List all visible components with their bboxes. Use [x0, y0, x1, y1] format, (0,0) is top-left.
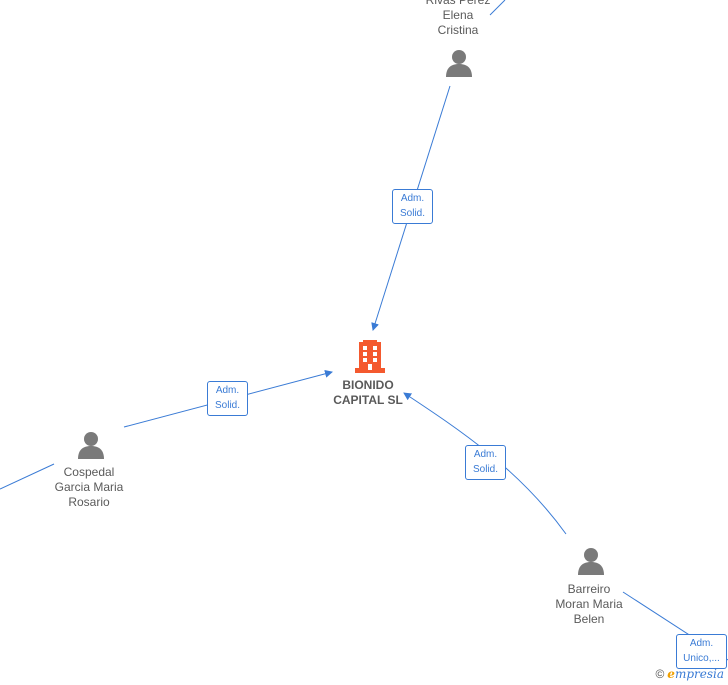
- brand-logo: empresia: [667, 667, 724, 681]
- edge-label-barreiro-offscreen[interactable]: Adm. Unico,...: [676, 634, 727, 669]
- company-name[interactable]: BIONIDO CAPITAL SL: [333, 378, 403, 407]
- edge-label-rivas-bionido[interactable]: Adm. Solid.: [392, 189, 433, 224]
- person-icon[interactable]: [578, 548, 604, 575]
- building-icon[interactable]: [355, 340, 385, 373]
- person-icon[interactable]: [446, 50, 472, 77]
- copyright-icon: ©: [655, 667, 665, 681]
- person-name-rivas[interactable]: Rivas Perez Elena Cristina: [425, 0, 491, 37]
- person-icon[interactable]: [78, 432, 104, 459]
- edge-line-rivas-offscreen: [489, 0, 506, 16]
- person-name-cospedal[interactable]: Cospedal Garcia Maria Rosario: [54, 465, 124, 509]
- edge-label-cospedal-bionido[interactable]: Adm. Solid.: [207, 381, 248, 416]
- edge-label-barreiro-bionido[interactable]: Adm. Solid.: [465, 445, 506, 480]
- person-name-barreiro[interactable]: Barreiro Moran Maria Belen: [555, 582, 623, 626]
- brand-watermark: © empresia: [655, 667, 724, 681]
- edge-line-cospedal-offscreen: [0, 463, 55, 490]
